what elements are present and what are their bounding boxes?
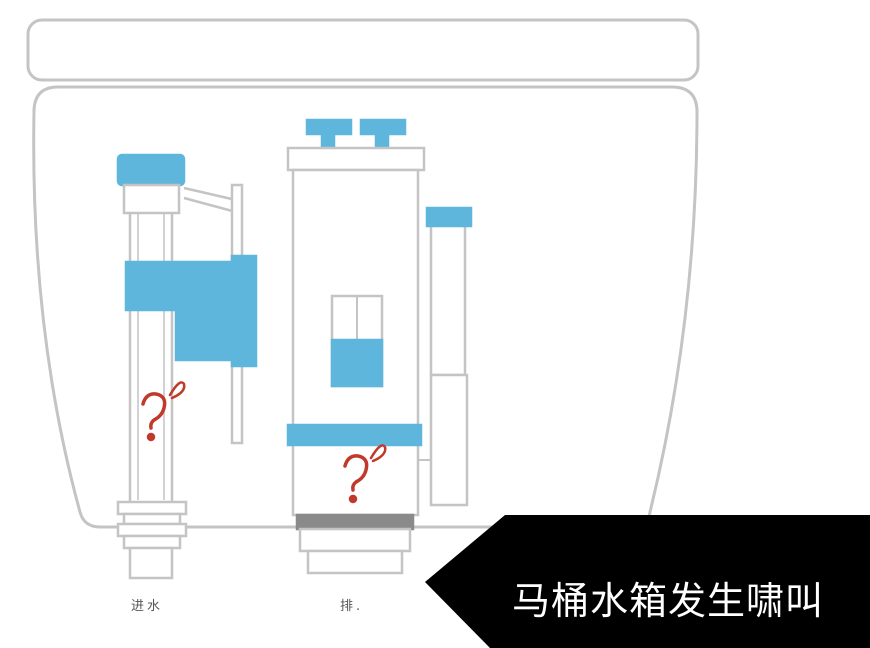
overflow-tube: [429, 223, 467, 377]
question-mark-icon: [343, 444, 387, 504]
question-mark-icon: [141, 381, 186, 442]
caption-banner: [425, 515, 870, 648]
inlet-label: 进水: [131, 599, 164, 614]
fill-valve-cap: [116, 153, 186, 187]
flush-valve-band: [286, 423, 423, 447]
float-cup: [124, 254, 258, 368]
tank-lid: [26, 18, 700, 82]
caption-text: 马桶水箱发生啸叫: [512, 579, 825, 623]
outlet-label: 排.: [340, 599, 364, 614]
fill-valve: [116, 153, 258, 580]
